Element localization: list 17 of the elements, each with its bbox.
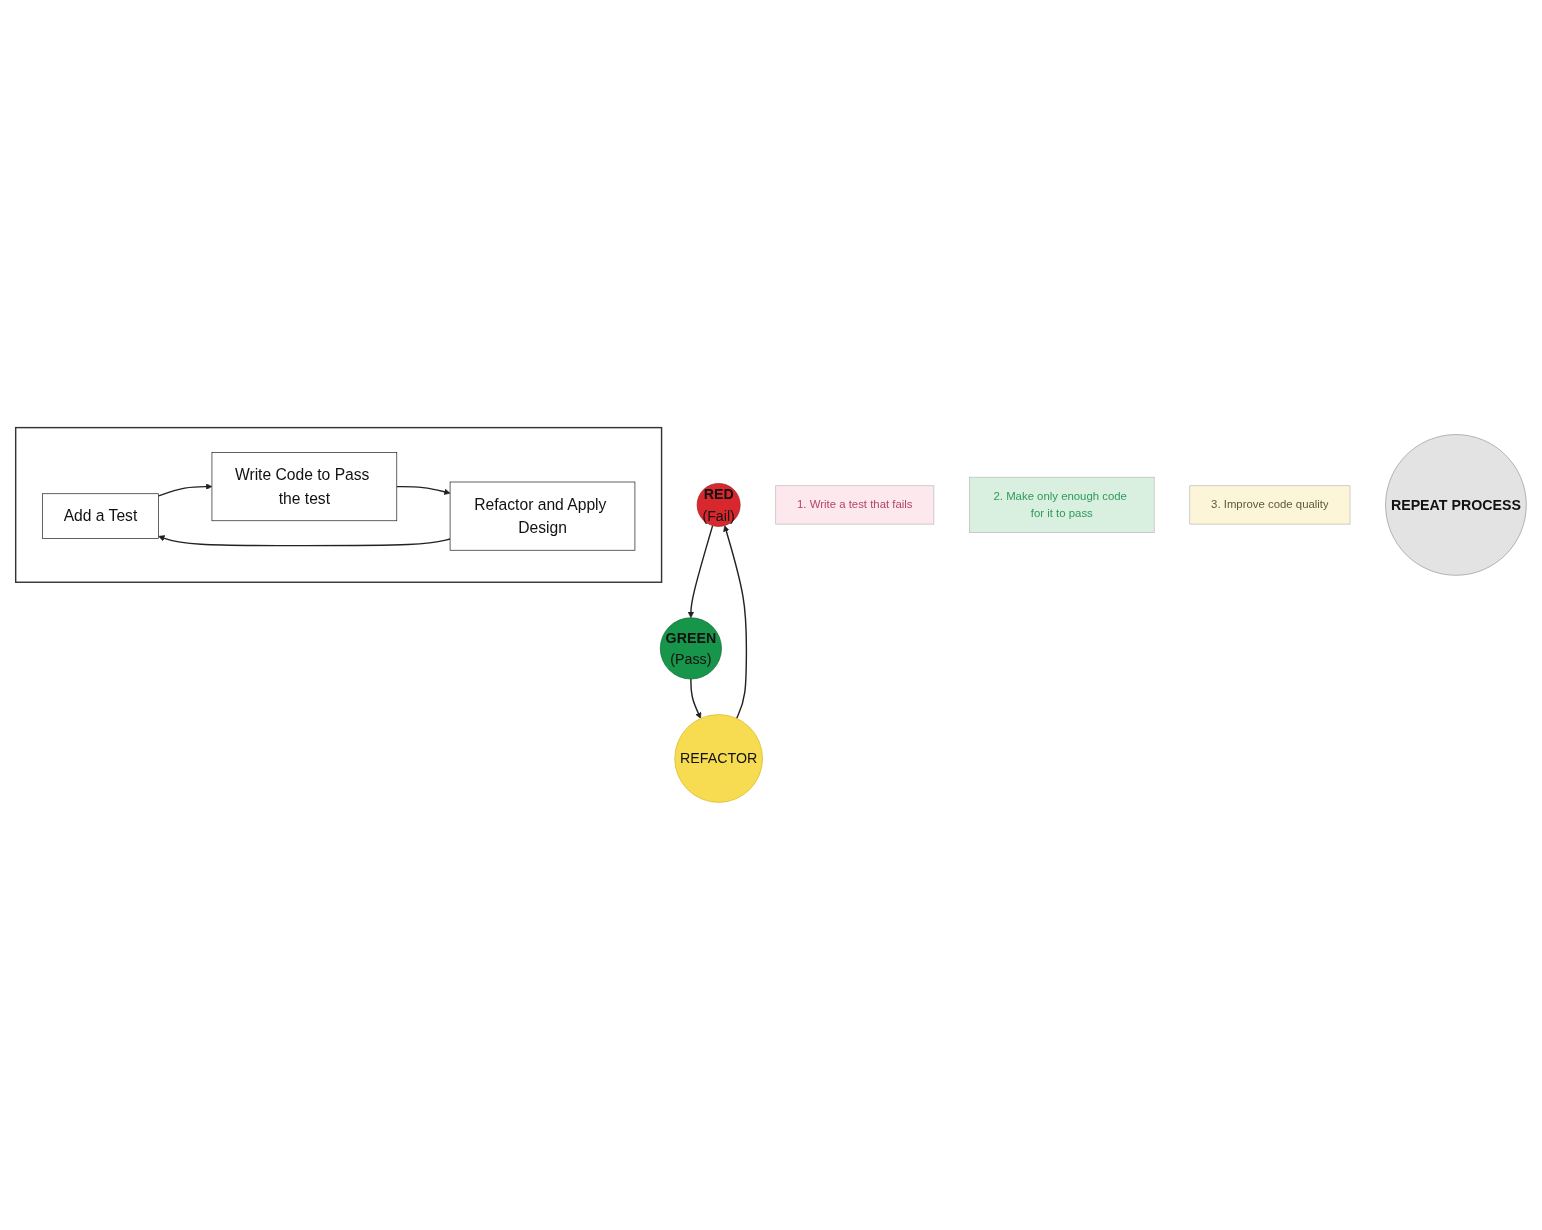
node-box: Write Code to Pass the test xyxy=(211,452,398,522)
node-circle: REFACTOR xyxy=(674,714,763,803)
arrow xyxy=(723,525,748,720)
node-box: 1. Write a test that fails xyxy=(775,485,935,525)
arrow xyxy=(396,485,451,495)
arrow xyxy=(157,483,213,497)
arrow xyxy=(158,535,451,547)
node-box: Refactor and Apply Design xyxy=(449,481,636,551)
node-box: 3. Improve code quality xyxy=(1189,485,1351,525)
arrow xyxy=(687,524,714,619)
node-box: Add a Test xyxy=(42,493,159,539)
node-circle: GREEN (Pass) xyxy=(659,617,722,680)
cluster xyxy=(15,426,663,583)
arrow xyxy=(690,678,702,719)
node-circle: RED (Fail) xyxy=(696,483,741,527)
node-circle: REPEAT PROCESS xyxy=(1385,434,1527,576)
node-box: 2. Make only enough code for it to pass xyxy=(969,476,1155,533)
